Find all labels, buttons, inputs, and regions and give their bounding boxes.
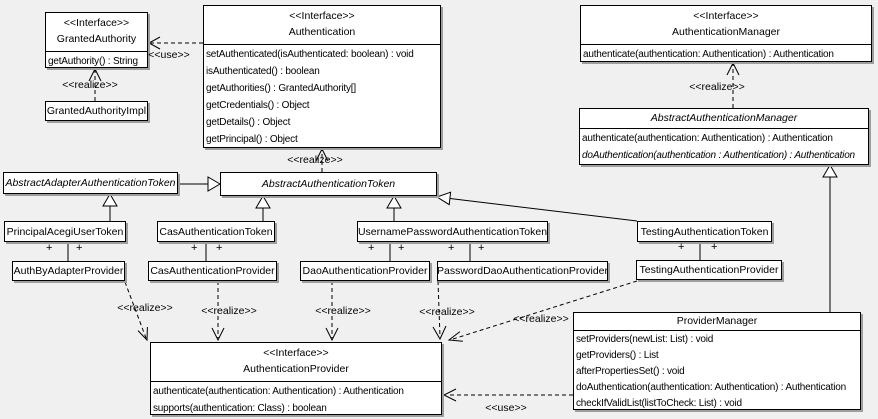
stereotype-label: <<Interface>> [63,17,130,29]
composition-plus: + [478,242,485,254]
method: isAuthenticated() : boolean [206,66,320,77]
class-name: AbstractAuthenticationToken [261,178,396,190]
composition-plus: + [711,241,718,253]
class-testing-authentication-provider[interactable]: TestingAuthenticationProvider [636,260,782,280]
use-label-provider-manager: <<use>> [485,402,527,414]
method: authenticate(authentication: Authenticat… [153,386,404,397]
method: checkIfValidList(listToCheck: List) : vo… [576,398,742,409]
method: setProviders(newList: List) : void [576,334,714,345]
class-name: AuthenticationProvider [243,363,349,375]
method-compartment: authenticate(authentication: Authenticat… [581,45,871,63]
class-name: PrincipalAcegiUserToken [6,225,124,238]
class-name: DaoAuthenticationProvider [302,265,428,277]
class-name: AuthenticationManager [672,26,780,38]
class-name: AbstractAdapterAuthenticationToken [5,177,176,189]
composition-plus: + [678,241,685,253]
stereotype-label: <<Interface>> [263,347,329,359]
realize-label-auth-by-adapter: <<realize>> [117,302,173,314]
class-cas-authentication-provider[interactable]: CasAuthenticationProvider [148,261,277,281]
class-abstract-authentication-manager[interactable]: AbstractAuthenticationManager authentica… [579,108,869,165]
realize-label-cas-provider: <<realize>> [201,305,257,317]
method: authenticate(authentication: Authenticat… [582,133,833,144]
method: getPrincipal() : Object [206,134,298,145]
method-compartment: setAuthenticated(isAuthenticated: boolea… [204,45,440,148]
composition-plus: + [448,242,455,254]
method-compartment: getAuthority() : String [46,52,147,70]
class-testing-authentication-token[interactable]: TestingAuthenticationToken [637,221,772,242]
composition-plus: + [368,242,375,254]
method: getCredentials() : Object [206,100,310,111]
realize-label-testing-provider: <<realize>> [513,313,569,325]
class-abstract-adapter-authentication-token[interactable]: AbstractAdapterAuthenticationToken [3,172,178,194]
class-name: CasAuthenticationToken [159,225,273,238]
method-compartment: authenticate(authentication: Authenticat… [580,129,868,164]
method: supports(authentication: Class) : boolea… [153,403,327,414]
composition-plus: + [398,242,405,254]
class-authentication-provider[interactable]: <<Interface>> AuthenticationProvider aut… [150,342,442,415]
method-compartment: setProviders(newList: List) : void getPr… [574,331,860,412]
method-compartment: authenticate(authentication: Authenticat… [151,382,441,417]
class-header: <<Interface>> AuthenticationManager [581,6,871,45]
class-name: ProviderManager [676,315,758,327]
method: getAuthority() : String [48,56,138,67]
realize-label-abstract-token: <<realize>> [287,154,343,166]
method: setAuthenticated(isAuthenticated: boolea… [206,49,414,60]
class-name: TestingAuthenticationToken [640,225,769,238]
class-provider-manager[interactable]: ProviderManager setProviders(newList: Li… [573,312,861,410]
class-granted-authority-impl[interactable]: GrantedAuthorityImpl [45,101,148,121]
class-name: AbstractAuthenticationManager [650,112,798,124]
class-password-dao-authentication-provider[interactable]: PasswordDaoAuthenticationProvider [437,261,608,281]
class-name: AuthByAdapterProvider [13,265,124,277]
class-header: <<Interface>> GrantedAuthority [46,13,147,52]
class-authentication-manager[interactable]: <<Interface>> AuthenticationManager auth… [580,5,872,62]
class-name: GrantedAuthority [56,33,137,45]
class-name: TestingAuthenticationProvider [639,264,779,276]
method: authenticate(authentication: Authenticat… [583,49,834,60]
composition-plus: + [191,242,198,254]
class-header: <<Interface>> AuthenticationProvider [151,343,441,382]
use-label-granted-authority: <<use>> [148,49,190,61]
method: getDetails() : Object [206,117,291,128]
class-granted-authority[interactable]: <<Interface>> GrantedAuthority getAuthor… [45,12,148,68]
composition-plus: + [46,242,53,254]
composition-plus: + [76,242,83,254]
stereotype-label: <<Interface>> [289,10,355,22]
method-abstract: doAuthentication(authentication : Authen… [582,150,855,161]
realize-label-dao-provider: <<realize>> [315,305,371,317]
method: getProviders() : List [576,350,659,361]
class-authentication[interactable]: <<Interface>> Authentication setAuthenti… [203,5,441,148]
class-name: PasswordDaoAuthenticationProvider [437,265,609,277]
class-header: <<Interface>> Authentication [204,6,440,45]
class-username-password-authentication-token[interactable]: UsernamePasswordAuthenticationToken [357,221,548,242]
realize-label-granted-authority-impl: <<realize>> [62,79,118,91]
method: afterPropertiesSet() : void [576,366,685,377]
realize-label-abstract-manager: <<realize>> [689,81,745,93]
method: doAuthentication(authentication: Authent… [576,382,846,393]
class-name: UsernamePasswordAuthenticationToken [357,225,548,238]
class-header: ProviderManager [574,313,860,331]
class-dao-authentication-provider[interactable]: DaoAuthenticationProvider [300,261,430,281]
class-name: GrantedAuthorityImpl [46,105,147,117]
class-name: Authentication [288,26,356,38]
class-cas-authentication-token[interactable]: CasAuthenticationToken [157,221,275,242]
composition-plus: + [216,242,223,254]
class-name: CasAuthenticationProvider [150,265,275,277]
stereotype-label: <<Interface>> [693,10,759,22]
class-abstract-authentication-token[interactable]: AbstractAuthenticationToken [220,172,437,196]
class-principal-acegi-user-token[interactable]: PrincipalAcegiUserToken [4,221,126,242]
class-header: AbstractAuthenticationManager [580,109,868,129]
method: getAuthorities() : GrantedAuthority[] [206,83,356,94]
class-auth-by-adapter-provider[interactable]: AuthByAdapterProvider [12,261,125,281]
realize-label-password-dao-provider: <<realize>> [419,306,475,318]
